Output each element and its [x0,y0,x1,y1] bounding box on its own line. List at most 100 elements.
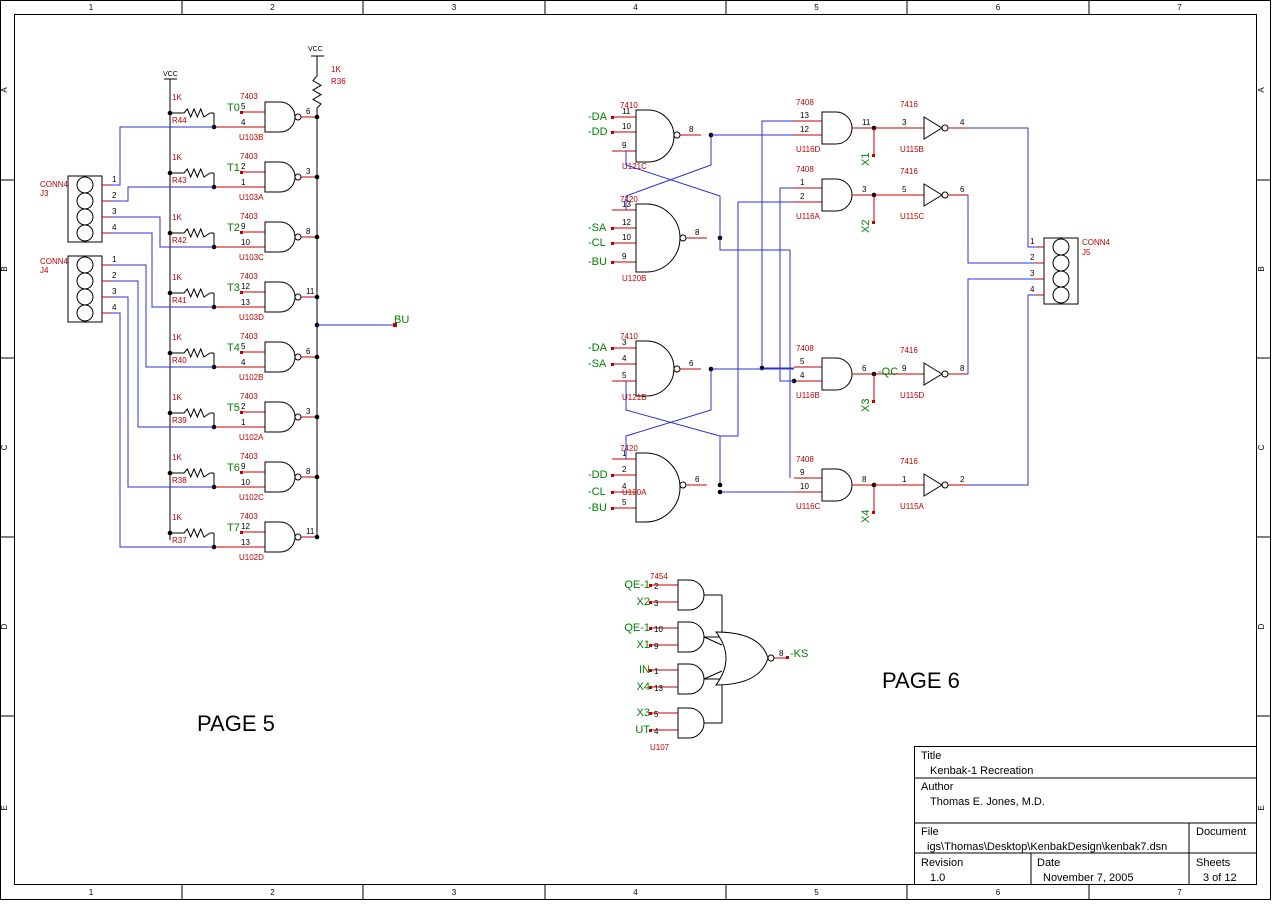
net-flag [611,242,614,245]
connector-pin-circle [1052,286,1070,304]
inverter-body [923,116,943,140]
connector-pin-number: 2 [1030,253,1035,262]
junction-dot [314,114,320,120]
crosscouple-wire [625,151,721,238]
pin-number: 13 [622,200,631,209]
zone-row-label: B [1257,266,1266,271]
zone-col-label: 2 [270,3,275,12]
pin-number: 6 [306,107,311,116]
gate-ref: U116C [796,502,821,511]
connector-pin-number: 3 [112,287,117,296]
connector-pin-number: 3 [1030,269,1035,278]
junction-dot [167,470,173,476]
pin-number: 10 [241,238,250,247]
resistor-symbol [178,107,211,119]
wire-j4-1 [110,264,214,368]
junction-dot [314,294,320,300]
pin-number: 9 [902,364,907,373]
input-signal: T3 [227,282,240,294]
input-signal: -CL [588,486,606,498]
pin-number: 13 [654,684,663,693]
document-label: Document [1196,826,1246,838]
part-number: 7403 [240,272,258,281]
nand-body [264,281,296,313]
zone-col-label: 4 [633,888,638,897]
junction-dot [717,489,723,495]
input-signal: T0 [227,102,240,114]
zone-row-label: D [0,623,9,629]
pin-number: 4 [622,354,627,363]
pin-number: 12 [800,125,809,134]
inversion-bubble [941,370,949,378]
zone-col-label: 6 [996,888,1001,897]
pin-number: 8 [695,228,700,237]
nand-body [264,521,296,553]
connector-pin-number: 4 [1030,285,1035,294]
resistor-value: 1K [172,393,182,402]
junction-dot [167,110,173,116]
inner-border [14,14,1257,885]
resistor-ref: R38 [172,476,187,485]
title-value: Kenbak-1 Recreation [930,765,1033,777]
connector-pin-number: 1 [1030,237,1035,246]
resistor-symbol [178,527,211,539]
pin-number: 1 [241,178,246,187]
zone-col-label: 7 [1177,3,1182,12]
wire-to-j5 [967,195,1036,264]
part-number: 7408 [796,344,814,353]
inversion-bubble [294,473,302,481]
pin-number: 4 [241,118,246,127]
junction-dot [314,234,320,240]
pin-number: 8 [960,364,965,373]
nand-body [635,203,681,273]
x-net-label: X4 [860,510,872,523]
junction-dot [167,410,173,416]
part-number: 7403 [240,332,258,341]
net-flag [872,511,875,514]
and-body [821,468,853,502]
title-block-frame [914,746,1257,885]
pin-number: 4 [800,371,805,380]
junction-dot [167,350,173,356]
inversion-bubble [673,131,681,139]
input-signal: T1 [227,162,240,174]
pin-number: 10 [241,478,250,487]
wire-j4-4 [110,312,214,548]
zone-row-label: C [1257,444,1266,450]
junction-dot [167,230,173,236]
line [703,670,723,680]
pin-number: 8 [862,475,867,484]
date-value: November 7, 2005 [1043,872,1134,884]
part-number: 7403 [240,512,258,521]
pin-number: 8 [306,467,311,476]
author-label: Author [921,781,954,793]
sheets-label: Sheets [1196,857,1231,869]
pin-number: 9 [241,462,246,471]
r36-value: 1K [331,65,341,74]
zone-row-label: C [0,444,9,450]
inversion-bubble [294,293,302,301]
page6-circuit: 741011-DA10-DD98U121C74201312-SA10-CL9-B… [588,98,1111,752]
net-flag [240,411,243,414]
input-signal: T2 [227,222,240,234]
connector-pin-circle [76,208,94,226]
input-signal: -BU [588,256,607,268]
date-label: Date [1037,857,1060,869]
input-signal: -SA [588,358,607,370]
wire [761,120,794,369]
zone-col-label: 1 [89,3,94,12]
pin-number: 2 [800,192,805,201]
zone-row-label: D [1257,623,1266,629]
junction-dot [314,414,320,420]
pin-number: 11 [306,527,315,536]
wire-to-j5 [968,294,1036,486]
pin-number: 10 [622,122,631,131]
file-label: File [921,826,939,838]
net-flag [649,712,652,715]
pin-number: 1 [902,475,907,484]
